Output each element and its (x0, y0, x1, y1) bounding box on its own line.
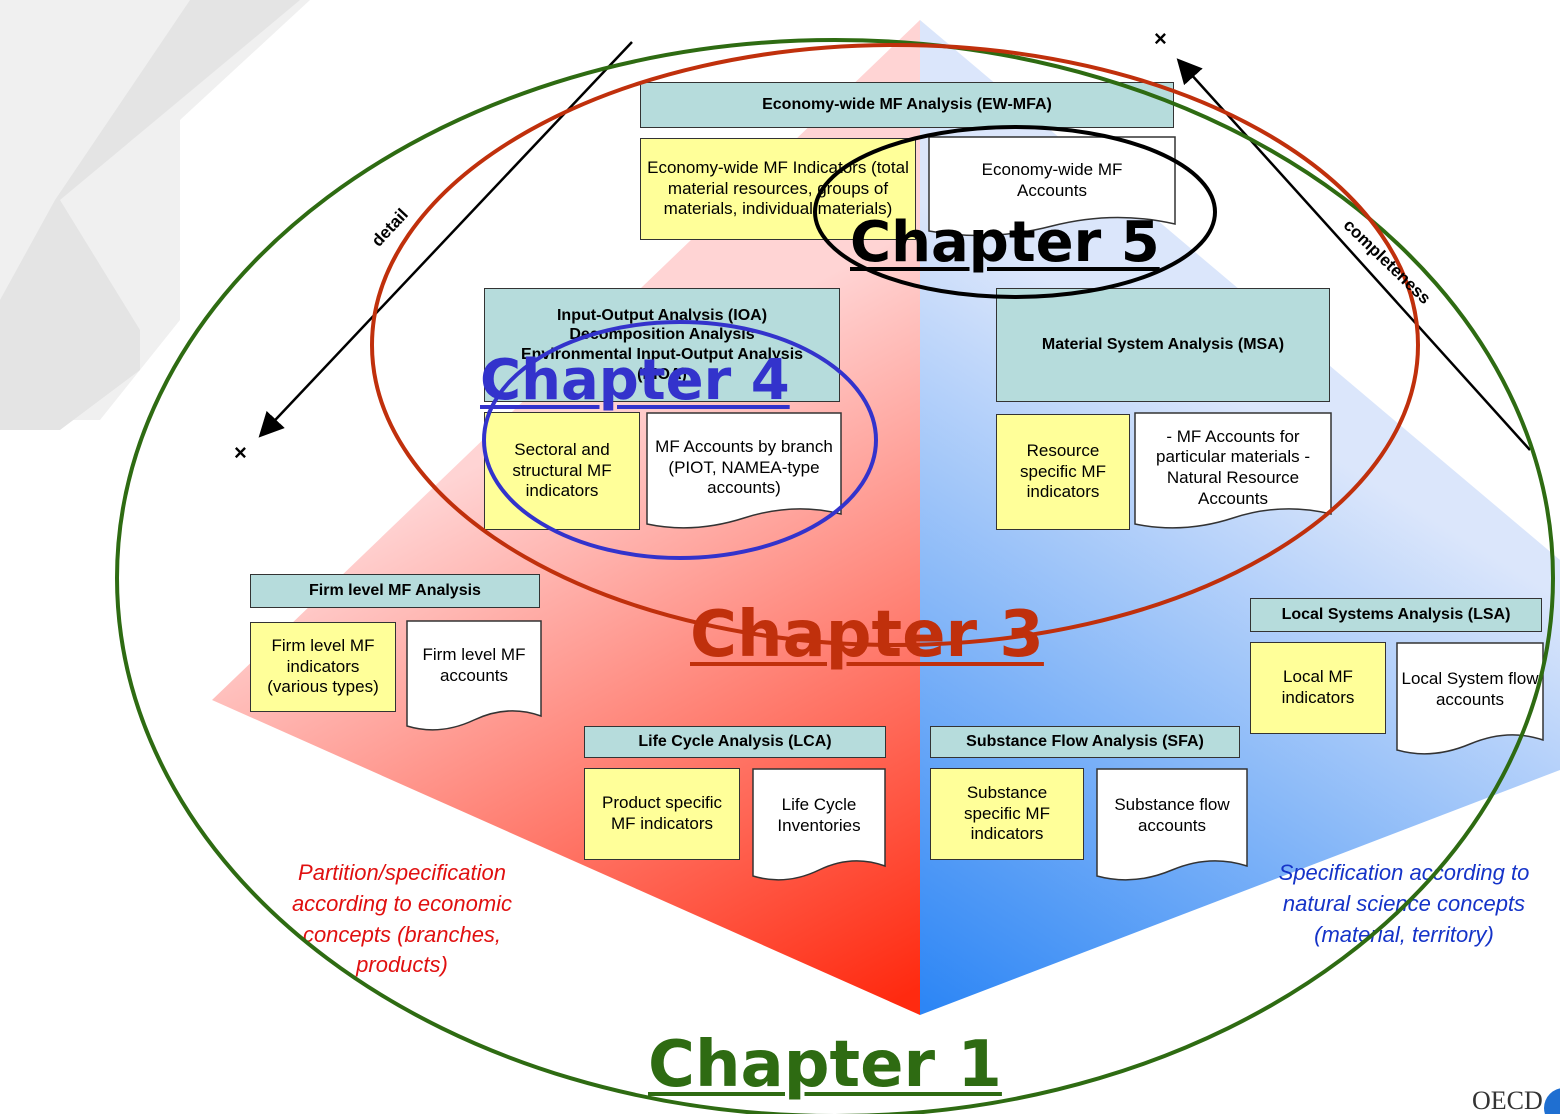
detail-arrow (258, 41, 633, 438)
chapter-4-ellipse (482, 320, 878, 560)
msa-accounts-shape (1134, 412, 1332, 529)
chapter-3-ellipse (370, 43, 1420, 647)
ioa-indicators: Sectoral and structural MF indicators (484, 412, 640, 530)
left-note: Partition/specification according to eco… (291, 860, 513, 978)
sfa-accounts-shape (1096, 768, 1248, 881)
ioa-accounts: MF Accounts by branch (PIOT, NAMEA-type … (655, 436, 833, 498)
ewmfa-header: Economy-wide MF Analysis (EW-MFA) (640, 82, 1174, 128)
chapter-5-ellipse (813, 125, 1217, 299)
firm-indicators: Firm level MF indicators (various types) (250, 622, 396, 712)
lsa-indicators: Local MF indicators (1250, 642, 1386, 734)
sfa-indicators: Substance specific MF indicators (930, 768, 1084, 860)
msa-indicators: Resource specific MF indicators (996, 414, 1130, 530)
ioa-header: Input-Output Analysis (IOA) Decompositio… (484, 288, 840, 402)
ioa-accounts-shape (646, 412, 842, 529)
chapter-4-label: Chapter 4 (480, 348, 790, 413)
firm-header: Firm level MF Analysis (250, 574, 540, 608)
firm-accounts: Firm level MF accounts (422, 645, 526, 685)
left-cross-mark: × (234, 440, 247, 465)
lca-indicators: Product specific MF indicators (584, 768, 740, 860)
completeness-arrow (1176, 58, 1531, 451)
lca-accounts: Life Cycle Inventories (777, 795, 861, 835)
oecd-logo-text: OECD (1472, 1086, 1543, 1114)
oecd-logo: OECD (1472, 1082, 1560, 1114)
lsa-header: Local Systems Analysis (LSA) (1250, 598, 1542, 632)
sfa-accounts: Substance flow accounts (1114, 795, 1230, 835)
lsa-accounts-shape (1396, 642, 1544, 755)
msa-header: Material System Analysis (MSA) (996, 288, 1330, 402)
firm-accounts-shape (406, 620, 542, 731)
ewmfa-accounts: Economy-wide MF Accounts (981, 160, 1123, 200)
right-cross-mark: × (1154, 26, 1167, 51)
chapter-1-ellipse (115, 38, 1555, 1114)
lca-header: Life Cycle Analysis (LCA) (584, 726, 886, 758)
oecd-logo-mark (1544, 1088, 1560, 1114)
right-note: Specification according to natural scien… (1278, 860, 1530, 947)
sfa-header: Substance Flow Analysis (SFA) (930, 726, 1240, 758)
chapter-3-label: Chapter 3 (690, 598, 1044, 672)
lca-accounts-shape (752, 768, 886, 881)
msa-accounts: - MF Accounts for particular materials -… (1156, 426, 1310, 508)
pyramid-right-face (920, 20, 1560, 1015)
ewmfa-accounts-shape (928, 136, 1176, 237)
chapter-5-label: Chapter 5 (850, 210, 1160, 275)
chapter-1-label: Chapter 1 (648, 1028, 1002, 1102)
lsa-accounts: Local System flow accounts (1401, 669, 1539, 709)
